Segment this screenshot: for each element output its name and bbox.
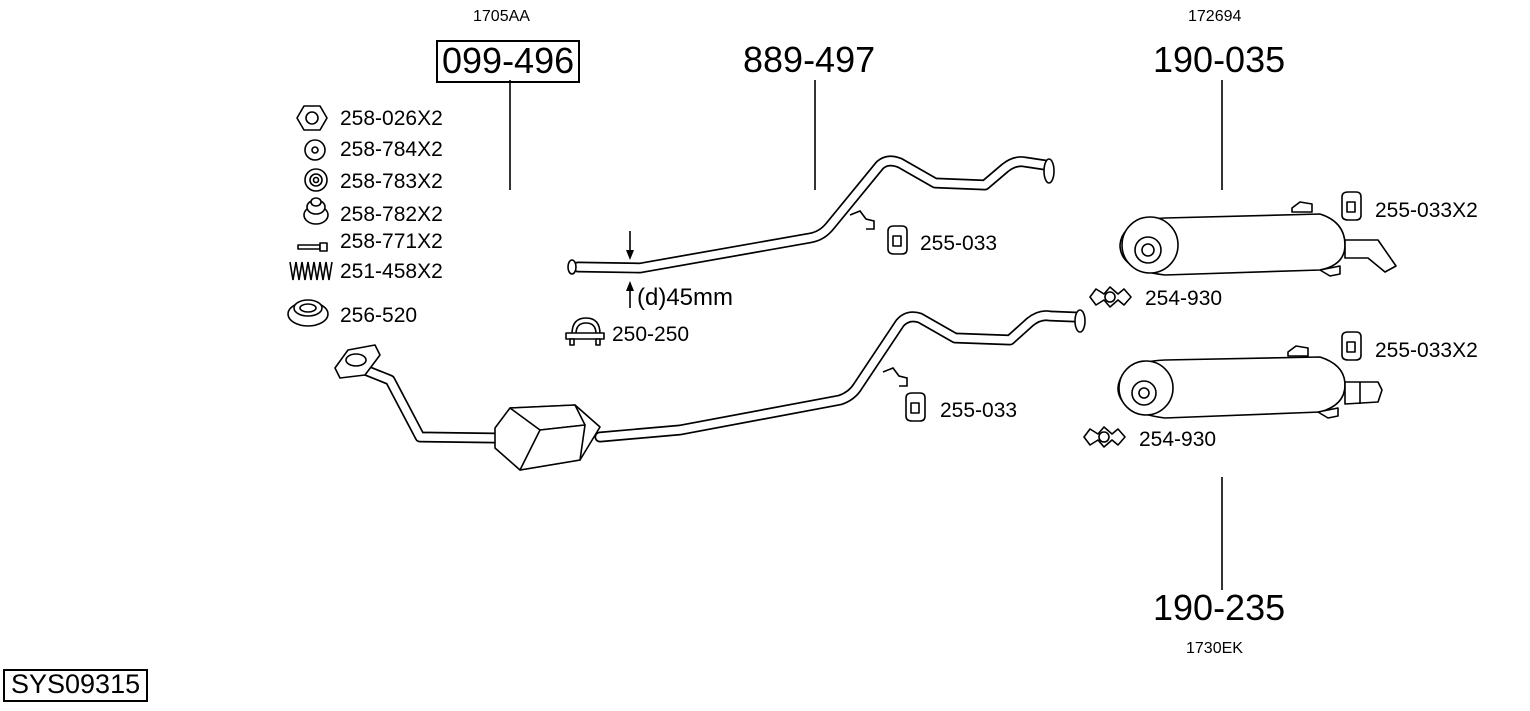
rubber-mount-icon bbox=[905, 392, 926, 422]
diameter-note: (d)45mm bbox=[637, 284, 734, 311]
band-clamp-icon bbox=[1083, 426, 1126, 448]
bolt-icon bbox=[297, 242, 328, 252]
rubber-mount-icon bbox=[1341, 331, 1362, 361]
front-pipe-oe-code: 1705AA bbox=[473, 8, 530, 25]
clamp-250-label[interactable]: 250-250 bbox=[612, 323, 690, 346]
fitting-label-gasket[interactable]: 256-520 bbox=[340, 304, 418, 327]
centre-pipe-drawing bbox=[567, 155, 1055, 275]
rubber-mount-a-label[interactable]: 255-033 bbox=[920, 232, 998, 255]
diameter-arrow-icon bbox=[626, 231, 634, 308]
rubber-mount-pair-1-label[interactable]: 255-033X2 bbox=[1375, 199, 1478, 222]
centre-pipe-part-number[interactable]: 889-497 bbox=[743, 39, 876, 80]
system-id-box: SYS09315 bbox=[3, 669, 149, 702]
fitting-label-spring-washer[interactable]: 258-783X2 bbox=[340, 170, 443, 193]
spring-icon bbox=[289, 261, 333, 281]
rubber-mount-icon bbox=[887, 225, 908, 255]
fitting-label-hex-nut[interactable]: 258-026X2 bbox=[340, 107, 443, 130]
rubber-mount-b-label[interactable]: 255-033 bbox=[940, 399, 1018, 422]
rear-silencer-1-oe-code: 172694 bbox=[1188, 8, 1242, 25]
fitting-label-bolt[interactable]: 258-771X2 bbox=[340, 230, 443, 253]
rear-silencer-1-drawing bbox=[1119, 201, 1397, 277]
washer-icon bbox=[304, 139, 326, 161]
band-clamp-icon bbox=[1089, 286, 1132, 308]
rubber-mount-icon bbox=[1341, 191, 1362, 221]
u-clamp-icon bbox=[565, 317, 605, 346]
rubber-mount-pair-2-label[interactable]: 255-033X2 bbox=[1375, 339, 1478, 362]
front-pipe-drawing bbox=[334, 309, 1086, 471]
rear-silencer-2-oe-code: 1730EK bbox=[1186, 640, 1243, 657]
front-pipe-part-number[interactable]: 099-496 bbox=[436, 40, 581, 83]
fitting-label-stepped-washer[interactable]: 258-782X2 bbox=[340, 203, 443, 226]
fitting-label-washer[interactable]: 258-784X2 bbox=[340, 138, 443, 161]
rear-silencer-2-drawing bbox=[1117, 345, 1383, 419]
rear-silencer-2-part-number[interactable]: 190-235 bbox=[1153, 587, 1286, 628]
hex-nut-icon bbox=[296, 105, 328, 131]
fitting-label-spring[interactable]: 251-458X2 bbox=[340, 260, 443, 283]
rear-silencer-1-part-number[interactable]: 190-035 bbox=[1153, 39, 1286, 80]
spring-washer-icon bbox=[304, 168, 328, 192]
gasket-ring-icon bbox=[287, 299, 329, 327]
band-clamp-a-label[interactable]: 254-930 bbox=[1145, 287, 1223, 310]
stepped-washer-icon bbox=[303, 197, 329, 225]
band-clamp-b-label[interactable]: 254-930 bbox=[1139, 428, 1217, 451]
